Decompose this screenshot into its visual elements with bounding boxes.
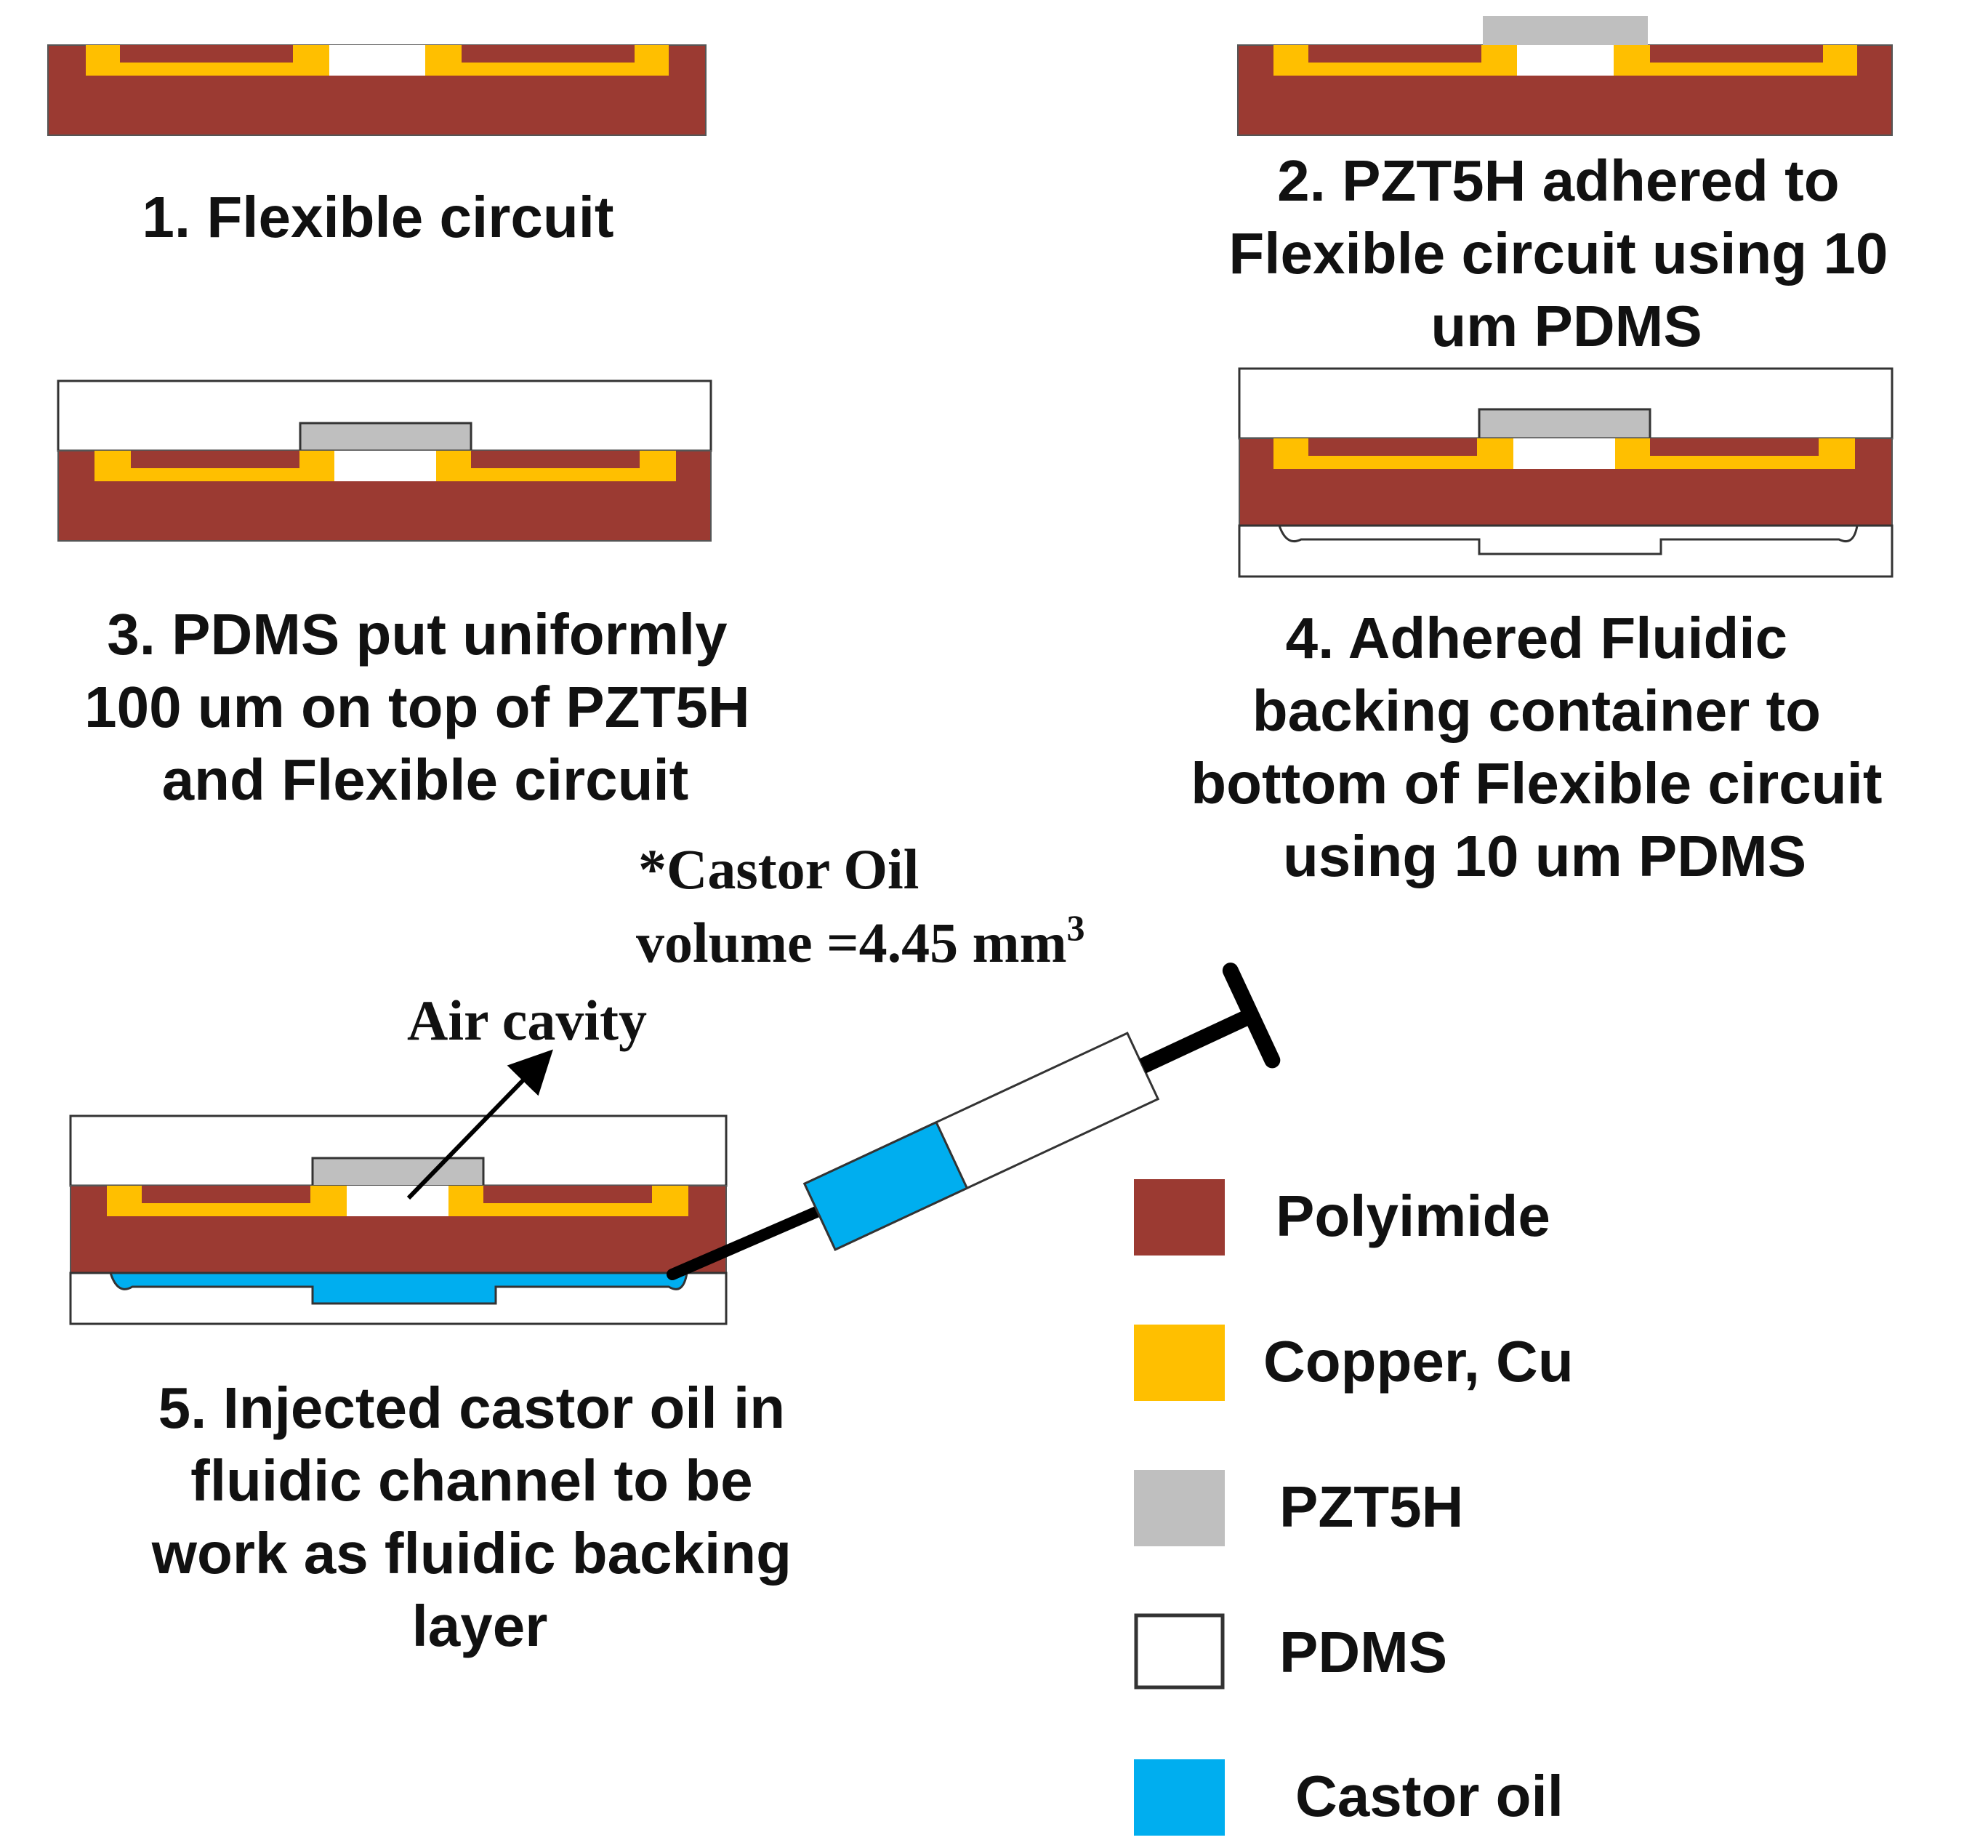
polyimide-swatch-icon [1134, 1179, 1225, 1256]
polyimide-inner-left [131, 451, 299, 468]
step-2-stack [1237, 16, 1893, 136]
pzt5h-element [1483, 16, 1648, 45]
air-cavity-arrow [406, 1049, 553, 1200]
pdms-gap [1513, 438, 1615, 469]
polyimide-inner-left [1308, 438, 1477, 456]
pzt5h-element [1478, 408, 1651, 440]
syringe-needle [667, 1202, 831, 1280]
castor-oil-channel [108, 1271, 688, 1305]
syringe-plunger-rod [1139, 1008, 1255, 1074]
step-3-label: 3. PDMS put uniformly 100 um on top of P… [84, 602, 766, 812]
pzt5h-element [311, 1157, 485, 1189]
castor-oil-volume-line2: volume =4.45 mm3 [636, 907, 1085, 974]
legend-item-pzt5h: PZT5H [1134, 1470, 1463, 1546]
step-5-stack [69, 1114, 728, 1325]
pdms-gap [329, 45, 425, 76]
castor-oil-swatch-icon [1134, 1759, 1225, 1836]
step-4-stack [1238, 367, 1894, 578]
legend-label: Polyimide [1276, 1184, 1550, 1248]
pzt5h-element [299, 422, 472, 452]
polyimide-inner-right [483, 1186, 652, 1203]
pdms-gap [334, 451, 436, 481]
polyimide-inner-left [1308, 45, 1481, 63]
polyimide-inner-right [1650, 45, 1823, 63]
castor-oil-volume-line1: *Castor Oil [638, 837, 919, 901]
syringe [667, 963, 1281, 1280]
step-3-stack [57, 379, 712, 542]
copper-swatch-icon [1134, 1325, 1225, 1401]
fluidic-channel [1278, 525, 1859, 555]
air-cavity [347, 1186, 448, 1216]
legend: Polyimide Copper, Cu PZT5H PDMS Castor o… [1134, 1179, 1574, 1836]
legend-label: PZT5H [1279, 1474, 1463, 1539]
step-5-label: 5. Injected castor oil in fluidic channe… [151, 1375, 808, 1658]
legend-label: Castor oil [1295, 1764, 1564, 1828]
pdms-gap [1517, 45, 1614, 76]
legend-label: PDMS [1279, 1620, 1447, 1684]
air-cavity-label: Air cavity [407, 989, 647, 1052]
step-4-label: 4. Adhered Fluidic backing container to … [1191, 606, 1898, 888]
step-1-stack [47, 44, 707, 136]
legend-item-polyimide: Polyimide [1134, 1179, 1550, 1256]
polyimide-inner-left [142, 1186, 310, 1203]
legend-label: Copper, Cu [1263, 1329, 1574, 1394]
pzt5h-swatch-icon [1134, 1470, 1225, 1546]
polyimide-inner-right [462, 45, 635, 63]
pdms-swatch-icon [1134, 1613, 1225, 1690]
legend-item-copper: Copper, Cu [1134, 1325, 1574, 1401]
step-1-label: 1. Flexible circuit [142, 185, 613, 249]
polyimide-inner-right [1650, 438, 1819, 456]
polyimide-inner-left [120, 45, 293, 63]
step-2-label: 2. PZT5H adhered to Flexible circuit usi… [1228, 148, 1904, 358]
syringe-castor-oil [802, 1120, 969, 1251]
polyimide-inner-right [471, 451, 640, 468]
legend-item-pdms: PDMS [1134, 1613, 1447, 1690]
legend-item-castor-oil: Castor oil [1134, 1759, 1564, 1836]
fluidic-backing-container [1238, 524, 1894, 578]
syringe-plunger-handle [1222, 963, 1281, 1069]
